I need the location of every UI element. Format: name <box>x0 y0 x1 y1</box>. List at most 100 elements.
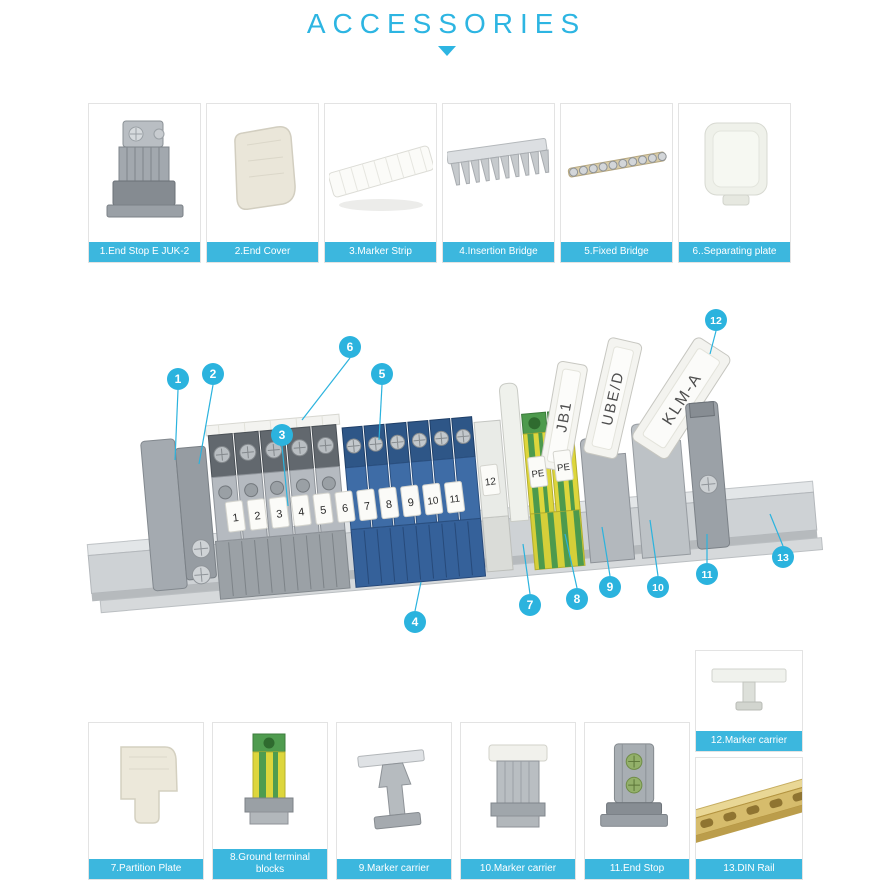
callout-4-number: 4 <box>412 615 419 629</box>
ground-terminal-image <box>213 723 327 849</box>
marker-carriers <box>579 421 691 564</box>
callout-3-number: 3 <box>279 428 286 442</box>
callout-5-number: 5 <box>379 367 386 381</box>
card-label-fixed-bridge: 5.Fixed Bridge <box>561 242 672 262</box>
end-stop-11-image <box>585 723 689 859</box>
din-rail-image <box>696 758 802 859</box>
callout-8-number: 8 <box>574 592 581 606</box>
marker-strip-icon <box>328 145 433 211</box>
end-stop-right <box>685 401 731 550</box>
card-end-stop-11: 11.End Stop <box>584 722 690 880</box>
card-label-ground-terminal: 8.Ground terminal blocks <box>213 849 327 879</box>
marker-tags: 1 2 3 4 5 6 7 8 9 10 11 12 PE PE <box>224 449 574 533</box>
callout-6-number: 6 <box>347 340 354 354</box>
end-cover-icon <box>233 125 296 211</box>
card-label-insertion-bridge: 4.Insertion Bridge <box>443 242 554 262</box>
marker-carrier-10-icon <box>488 744 548 828</box>
partition-plate-image <box>89 723 203 859</box>
marker-carrier-12-image <box>696 651 802 731</box>
tag-10: 10 <box>427 495 440 507</box>
partition-plate <box>499 382 530 523</box>
tag-pe-1: PE <box>531 468 545 480</box>
marker-strip-image <box>325 104 436 242</box>
card-marker-carrier-12: 12.Marker carrier <box>695 650 803 752</box>
marker-carrier-10-image <box>461 723 575 859</box>
marker-carrier-9-icon <box>357 749 425 830</box>
tag-3: 3 <box>276 508 284 521</box>
block-skirts <box>214 509 586 600</box>
end-cover-image <box>207 104 318 242</box>
tag-7: 7 <box>363 500 371 513</box>
terminal-assembly: JB1 UBE/D KLM-A <box>86 337 824 614</box>
callout-5: 5 <box>371 363 393 385</box>
callout-13: 13 <box>772 546 794 568</box>
end-stop-11-icon <box>600 743 668 827</box>
card-label-end-stop-11: 11.End Stop <box>585 859 689 879</box>
plate-label-jb1: JB1 <box>553 399 575 433</box>
callout-leader-lines <box>174 330 784 612</box>
end-clamp <box>140 438 217 592</box>
callout-circles: 1 2 3 6 5 12 4 7 8 9 10 11 13 <box>167 309 794 633</box>
card-label-separating-plate: 6..Separating plate <box>679 242 790 262</box>
partition-plate-icon <box>120 746 178 824</box>
tag-11: 11 <box>449 493 461 505</box>
din-rail-icon <box>696 777 802 843</box>
tag-9: 9 <box>407 497 415 510</box>
card-end-cover: 2.End Cover <box>206 103 319 263</box>
card-marker-carrier-10: 10.Marker carrier <box>460 722 576 880</box>
separating-plate-icon <box>704 122 767 206</box>
card-label-marker-carrier-10: 10.Marker carrier <box>461 859 575 879</box>
marker-plate-jb1: JB1 <box>540 360 588 472</box>
callout-10-number: 10 <box>652 582 664 594</box>
tag-pe-2: PE <box>557 462 571 474</box>
callout-12: 12 <box>705 309 727 331</box>
terminal-assembly-illustration: JB1 UBE/D KLM-A <box>86 309 824 633</box>
callout-4: 4 <box>404 611 426 633</box>
callout-7-number: 7 <box>527 598 534 612</box>
card-marker-carrier-9: 9.Marker carrier <box>336 722 452 880</box>
card-marker-strip: 3.Marker Strip <box>324 103 437 263</box>
callout-3: 3 <box>271 424 293 446</box>
end-stop-juk2-icon <box>106 120 183 218</box>
insertion-bridge-icon <box>446 138 549 186</box>
tag-12: 12 <box>484 476 497 488</box>
callout-7: 7 <box>519 594 541 616</box>
chevron-down-icon <box>437 46 456 56</box>
assembly-diagram: JB1 UBE/D KLM-A <box>0 292 893 692</box>
card-label-marker-carrier-9: 9.Marker carrier <box>337 859 451 879</box>
callout-12-number: 12 <box>710 315 722 327</box>
callout-13-number: 13 <box>777 552 789 564</box>
card-label-partition-plate: 7.Partition Plate <box>89 859 203 879</box>
tag-4: 4 <box>298 506 306 519</box>
fixed-bridge-image <box>561 104 672 242</box>
card-label-din-rail: 13.DIN Rail <box>696 859 802 879</box>
callout-6: 6 <box>339 336 361 358</box>
card-label-marker-carrier-12: 12.Marker carrier <box>696 731 802 751</box>
marker-plate-ube-d: UBE/D <box>583 337 643 459</box>
callout-9-number: 9 <box>607 580 614 594</box>
marker-carrier-12-icon <box>711 668 787 711</box>
tag-5: 5 <box>320 504 328 517</box>
fixed-bridge-icon <box>567 151 667 178</box>
card-separating-plate: 6..Separating plate <box>678 103 791 263</box>
callout-2-number: 2 <box>210 367 217 381</box>
page-title: ACCESSORIES <box>306 8 587 39</box>
callout-1-number: 1 <box>175 372 182 386</box>
callout-11: 11 <box>696 563 718 585</box>
callout-9: 9 <box>599 576 621 598</box>
ground-terminal-icon <box>244 733 294 825</box>
callout-2: 2 <box>202 363 224 385</box>
callout-8: 8 <box>566 588 588 610</box>
card-partition-plate: 7.Partition Plate <box>88 722 204 880</box>
card-label-end-stop-juk2: 1.End Stop E JUK-2 <box>89 242 200 262</box>
card-ground-terminal: 8.Ground terminal blocks <box>212 722 328 880</box>
tag-6: 6 <box>341 502 349 515</box>
card-label-marker-strip: 3.Marker Strip <box>325 242 436 262</box>
separating-plate-image <box>679 104 790 242</box>
card-din-rail: 13.DIN Rail <box>695 757 803 880</box>
card-end-stop-juk2: 1.End Stop E JUK-2 <box>88 103 201 263</box>
callout-11-number: 11 <box>701 569 712 581</box>
tag-8: 8 <box>385 499 393 512</box>
callout-10: 10 <box>647 576 669 598</box>
